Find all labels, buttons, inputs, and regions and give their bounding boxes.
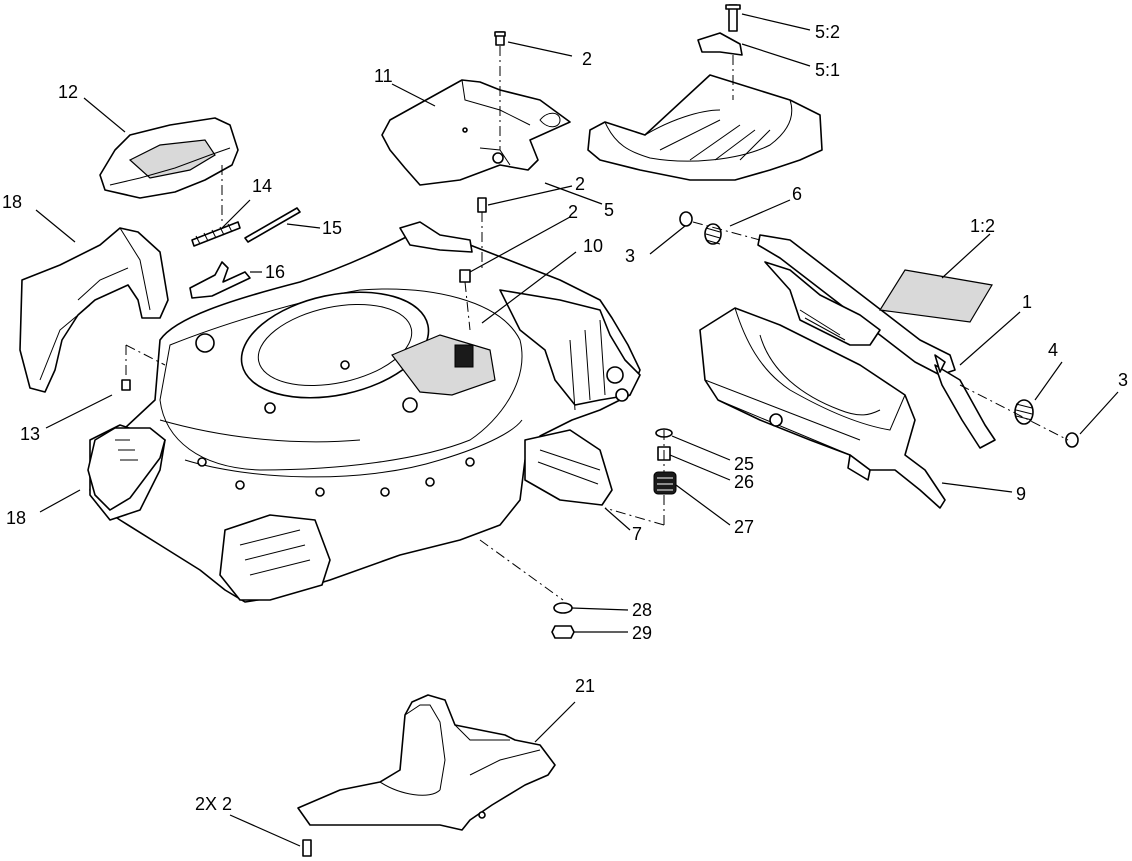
callout-labels: 2 11 5:2 5:1 12 18 14 15 16 2 2 10 5 3 6… <box>2 22 1128 814</box>
parts-13-14-15-linkage <box>189 207 301 299</box>
callout-26: 26 <box>734 472 754 492</box>
callout-2-mid: 2 <box>575 174 585 194</box>
assembly-centerlines <box>125 46 1069 601</box>
callout-8: 10 <box>583 236 603 256</box>
callout-9: 11 <box>374 66 393 86</box>
callout-12: 13 <box>20 424 40 444</box>
callout-25: 25 <box>734 454 754 474</box>
callout-7: 7 <box>632 524 642 544</box>
callout-21: 21 <box>575 676 595 696</box>
callout-4: 4 <box>1048 340 1058 360</box>
callout-13: 14 <box>252 176 272 196</box>
callout-5-2: 5:2 <box>815 22 840 42</box>
part-10-rear-flap <box>699 307 946 509</box>
spring-part-6 <box>704 223 722 245</box>
callout-1: 1 <box>1022 292 1032 312</box>
callout-10: 9 <box>1016 484 1026 504</box>
callout-27: 27 <box>734 517 754 537</box>
callout-1-2: 1:2 <box>970 216 995 236</box>
part-21-mulch-plug <box>297 694 556 831</box>
part-5-discharge-chute <box>587 4 823 181</box>
callout-16: 18 <box>2 192 22 212</box>
part-11-cap <box>99 117 239 199</box>
callout-6: 6 <box>792 184 802 204</box>
wheel-gear-part-27 <box>653 471 677 495</box>
part-18-side-door <box>87 427 166 511</box>
spring-part-4 <box>1014 399 1034 425</box>
callout-14: 15 <box>322 218 342 238</box>
callout-5-1: 5:1 <box>815 60 840 80</box>
part-1-handle-rod <box>757 234 996 449</box>
callout-2x2: 2X 2 <box>195 794 232 814</box>
callout-28: 28 <box>632 600 652 620</box>
part-9-cover-plate <box>381 79 571 186</box>
callout-5: 5 <box>604 200 614 220</box>
callout-15: 16 <box>265 262 285 282</box>
leader-lines <box>35 13 1119 847</box>
callout-3-right: 3 <box>1118 370 1128 390</box>
hardware <box>121 31 1079 857</box>
callout-11: 12 <box>58 82 78 102</box>
callout-18: 18 <box>6 508 26 528</box>
callout-3-left: 3 <box>625 246 635 266</box>
callout-29: 29 <box>632 623 652 643</box>
part-16-side-cover <box>19 227 169 393</box>
mower-deck <box>89 221 641 603</box>
callout-2-top: 2 <box>582 49 592 69</box>
callout-2-lower: 2 <box>568 202 578 222</box>
part-1-2-decal <box>878 269 993 323</box>
